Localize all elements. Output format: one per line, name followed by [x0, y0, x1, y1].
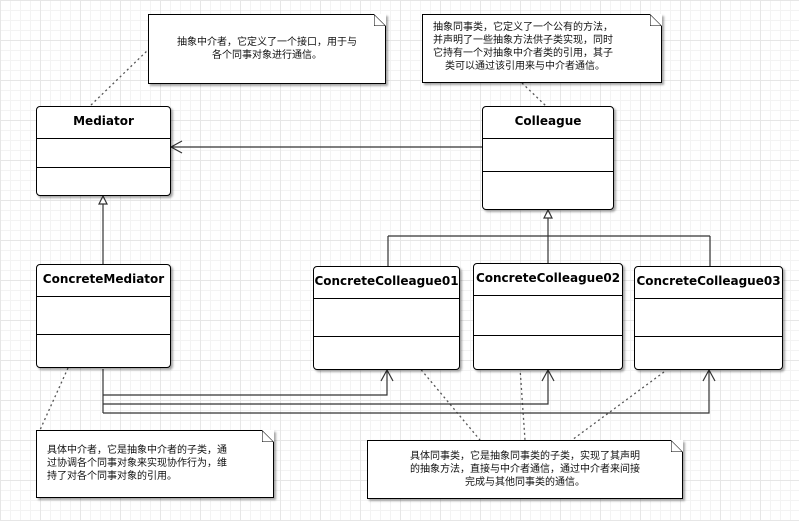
- note-anchor-concrete-mediator: [39, 367, 69, 431]
- note-anchor-mediator: [89, 47, 151, 107]
- class-concrete-mediator[interactable]: ConcreteMediator: [36, 264, 171, 368]
- note-line: 类可以通过该引用来与中介者通信。: [445, 61, 605, 72]
- mediator-link-cc02: [103, 371, 549, 405]
- note-line: 的抽象方法，直接与中介者通信，通过中介者来间接: [410, 464, 640, 475]
- arrowhead-cc01: [380, 368, 394, 382]
- class-colleague[interactable]: Colleague: [482, 106, 614, 210]
- note-anchor-colleague: [521, 82, 547, 107]
- class-attributes: [483, 139, 613, 172]
- note-concrete-colleague[interactable]: 具体同事类，它是抽象同事类的子类，实现了其声明 的抽象方法，直接与中介者通信，通…: [367, 440, 683, 499]
- class-attributes: [635, 299, 782, 337]
- note-line: 完成与其他同事类的通信。: [465, 477, 585, 488]
- class-name: ConcreteColleague03: [635, 267, 782, 299]
- class-name: ConcreteColleague01: [314, 267, 459, 299]
- note-anchor-cc01: [417, 365, 481, 441]
- class-mediator[interactable]: Mediator: [36, 106, 171, 196]
- note-fold-icon: [262, 430, 274, 442]
- class-concrete-colleague-03[interactable]: ConcreteColleague03: [634, 266, 783, 370]
- note-text: 抽象中介者，它定义了一个接口，用于与 各个同事对象进行通信。: [149, 15, 385, 62]
- note-fold-icon: [650, 14, 662, 26]
- note-line: 具体中介者，它是抽象中介者的子类，通: [47, 445, 227, 456]
- note-fold-icon: [374, 14, 386, 26]
- note-mediator[interactable]: 抽象中介者，它定义了一个接口，用于与 各个同事对象进行通信。: [148, 14, 386, 84]
- arrowhead-cc03: [702, 368, 716, 382]
- note-text: 具体中介者，它是抽象中介者的子类，通 过协调各个同事对象来实现协作行为，维 持了…: [37, 431, 273, 483]
- generalization-arrowhead-mediator: [98, 194, 108, 205]
- class-attributes: [474, 296, 622, 336]
- class-name: Colleague: [483, 107, 613, 139]
- note-text: 具体同事类，它是抽象同事类的子类，实现了其声明 的抽象方法，直接与中介者通信，通…: [368, 441, 682, 489]
- class-concrete-colleague-02[interactable]: ConcreteColleague02: [473, 263, 623, 370]
- note-line: 并声明了一些抽象方法供子类实现，同时: [433, 35, 613, 46]
- class-name: Mediator: [37, 107, 170, 139]
- note-line: 抽象同事类，它定义了一个公有的方法，: [433, 22, 613, 33]
- note-line: 它持有一个对抽象中介者类的引用，其子: [433, 48, 613, 59]
- note-fold-icon: [671, 440, 683, 452]
- note-line: 持了对各个同事对象的引用。: [47, 471, 177, 482]
- class-name: ConcreteColleague02: [474, 264, 622, 296]
- note-text: 抽象同事类，它定义了一个公有的方法， 并声明了一些抽象方法供子类实现，同时 它持…: [423, 15, 661, 73]
- note-line: 具体同事类，它是抽象同事类的子类，实现了其声明: [410, 451, 640, 462]
- note-line: 过协调各个同事对象来实现协作行为，维: [47, 458, 227, 469]
- class-concrete-colleague-01[interactable]: ConcreteColleague01: [313, 266, 460, 370]
- note-line: 各个同事对象进行通信。: [212, 50, 322, 61]
- mediator-link-cc03: [103, 371, 710, 414]
- arrowhead-cc02: [541, 368, 555, 382]
- mediator-link-cc01: [103, 371, 388, 396]
- note-line: 抽象中介者，它定义了一个接口，用于与: [177, 37, 357, 48]
- class-name: ConcreteMediator: [37, 265, 170, 297]
- note-anchor-cc03: [571, 371, 665, 441]
- class-attributes: [314, 299, 459, 337]
- class-attributes: [37, 139, 170, 168]
- note-colleague[interactable]: 抽象同事类，它定义了一个公有的方法， 并声明了一些抽象方法供子类实现，同时 它持…: [422, 14, 662, 83]
- association-arrowhead: [169, 140, 183, 154]
- note-concrete-mediator[interactable]: 具体中介者，它是抽象中介者的子类，通 过协调各个同事对象来实现协作行为，维 持了…: [36, 430, 274, 498]
- generalization-arrowhead-colleague: [543, 208, 553, 219]
- class-attributes: [37, 297, 170, 335]
